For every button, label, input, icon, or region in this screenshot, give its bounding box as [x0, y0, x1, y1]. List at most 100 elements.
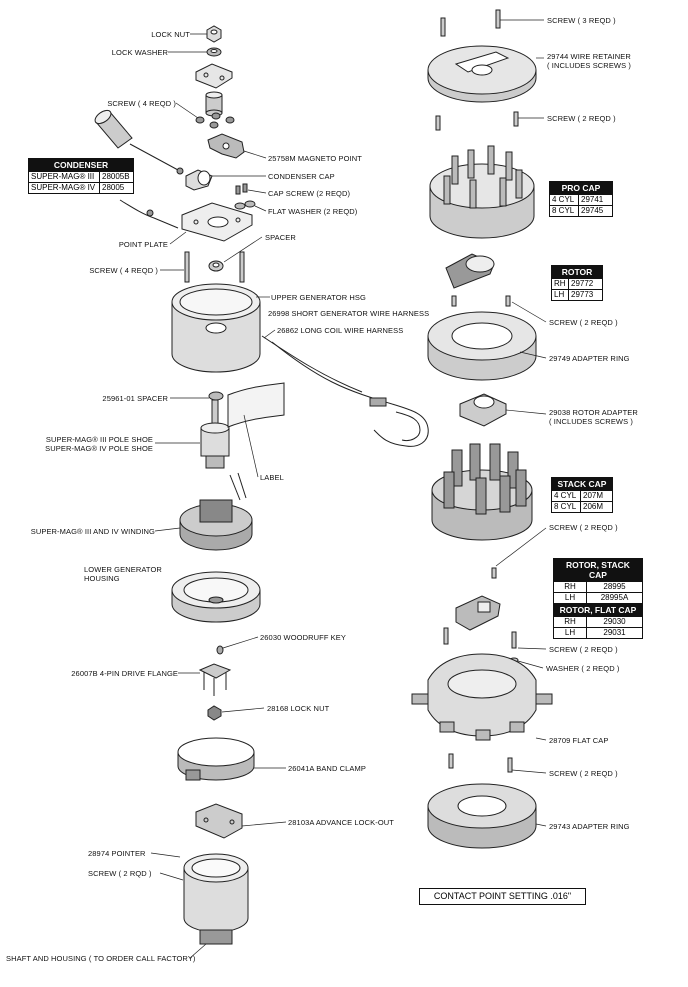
- spacer-part: [208, 260, 224, 272]
- stack-cap-row-1-cyl: 4 CYL: [552, 491, 581, 501]
- pro-cap-row-2-part: 29745: [581, 206, 604, 215]
- rotor-row-1-part: 29772: [571, 279, 594, 288]
- lock-nut-28168-label: 28168 LOCK NUT: [267, 704, 330, 713]
- condenser-row-1-part: 28005B: [102, 172, 130, 181]
- condenser-cap-part: [186, 170, 212, 190]
- lock-nut-label: LOCK NUT: [151, 30, 190, 39]
- condenser-row-2-part: 28005: [102, 183, 125, 192]
- woodruff-key-part: [216, 645, 224, 655]
- label-part: [228, 383, 284, 427]
- screw-2-reqd-a-label: SCREW ( 2 REQD ): [547, 114, 616, 123]
- lower-generator-label-1: LOWER GENERATOR: [84, 565, 162, 574]
- post-part: [205, 91, 223, 117]
- stack-screw-part: [491, 567, 497, 579]
- washer-2-reqd-label: WASHER ( 2 REQD ): [546, 664, 620, 673]
- shaft-housing-part: [183, 853, 249, 945]
- drive-flange-part: [200, 664, 230, 696]
- point-plate-label: POINT PLATE: [118, 240, 168, 249]
- stack-cap-row-1-part: 207M: [583, 491, 604, 500]
- pro-cap-part: [429, 145, 535, 238]
- rotor-row-1-dir: RH: [552, 279, 569, 289]
- adapter-ring-29743-part: [427, 783, 537, 848]
- upper-generator-housing-part: [171, 283, 261, 372]
- point-plate-part: [182, 203, 252, 241]
- rotor-stack-row-1-part: 28995: [603, 582, 626, 591]
- pole-shoe-iv-label: SUPER-MAG® IV POLE SHOE: [45, 444, 153, 453]
- spacer-label: SPACER: [265, 233, 296, 242]
- rotor-adapter-label-1: 29038 ROTOR ADAPTER: [549, 408, 638, 417]
- stack-cap-row-2-cyl: 8 CYL: [552, 502, 581, 512]
- rotor-stack-row-1-dir: RH: [554, 582, 587, 592]
- cap-screws-2-part: [435, 111, 519, 131]
- flat-washer-label: FLAT WASHER (2 REQD): [268, 207, 358, 216]
- winding-part: [179, 473, 253, 550]
- spacer-25961-label: 25961-01 SPACER: [102, 394, 168, 403]
- adapter-ring-29743-label: 29743 ADAPTER RING: [549, 822, 630, 831]
- pole-shoe-iii-label: SUPER-MAG® III POLE SHOE: [45, 435, 153, 444]
- flat-cap-28709-label: 28709 FLAT CAP: [549, 736, 609, 745]
- rotor-flat-row-1-dir: RH: [554, 617, 587, 627]
- long-harness-label: 26862 LONG COIL WIRE HARNESS: [277, 326, 404, 335]
- condenser-row-1-model: SUPER-MAG® III: [29, 172, 100, 182]
- lock-nut-part: [207, 26, 221, 42]
- lock-nut-28168-part: [208, 706, 221, 720]
- advance-lockout-part: [196, 804, 242, 838]
- adapter-ring-29749-part: [427, 311, 537, 380]
- flat-cap-part: [411, 654, 553, 741]
- rotor-adapter-part: [460, 394, 506, 426]
- condenser-table-title: CONDENSER: [29, 159, 133, 171]
- shaft-housing-label: SHAFT AND HOUSING ( TO ORDER CALL FACTOR…: [6, 954, 196, 963]
- condenser-cap-label: CONDENSER CAP: [268, 172, 335, 181]
- screw-2-reqd-b-label: SCREW ( 2 REQD ): [549, 318, 618, 327]
- drive-flange-label: 26007B 4-PIN DRIVE FLANGE: [71, 669, 178, 678]
- pro-cap-table-title: PRO CAP: [550, 182, 612, 194]
- magneto-point-label: 25758M MAGNETO POINT: [268, 154, 362, 163]
- screw-2-reqd-d-label: SCREW ( 2 REQD ): [549, 645, 618, 654]
- lock-washer-label: LOCK WASHER: [111, 48, 168, 57]
- adapter-ring-29749-label: 29749 ADAPTER RING: [549, 354, 630, 363]
- rotor-table-title: ROTOR: [552, 266, 602, 278]
- rotor-stack-row-2-dir: LH: [554, 593, 587, 603]
- lower-generator-label-2: HOUSING: [84, 574, 120, 583]
- rotor-flat-row-1-part: 29030: [603, 617, 626, 626]
- woodruff-key-label: 26030 WOODRUFF KEY: [260, 633, 346, 642]
- contact-point-setting: CONTACT POINT SETTING .016": [419, 888, 586, 905]
- rotor-screws-part: [451, 295, 511, 307]
- short-harness-label: 26998 SHORT GENERATOR WIRE HARNESS: [268, 309, 430, 318]
- rotor-part: [446, 254, 494, 288]
- pointer-label: 28974 POINTER: [88, 849, 146, 858]
- screw-4-reqd-label: SCREW ( 4 REQD ): [107, 99, 176, 108]
- cap-screw-label: CAP SCREW (2 REQD): [268, 189, 351, 198]
- flat-washers-part: [234, 200, 256, 210]
- screw-3-reqd-label: SCREW ( 3 REQD ): [547, 16, 616, 25]
- pro-cap-row-1-part: 29741: [581, 195, 604, 204]
- pro-cap-row-1-cyl: 4 CYL: [550, 195, 579, 205]
- screw-4-reqd-2-label: SCREW ( 4 REQD ): [89, 266, 158, 275]
- winding-label: SUPER-MAG® III AND IV WINDING: [30, 527, 155, 536]
- screw-2-reqd-c-label: SCREW ( 2 REQD ): [549, 523, 618, 532]
- wire-harness-part: [262, 336, 428, 446]
- rotor-flat-cap-title: ROTOR, FLAT CAP: [554, 603, 642, 616]
- screw-2-reqd-e-label: SCREW ( 2 REQD ): [549, 769, 618, 778]
- stack-cap-row-2-part: 206M: [583, 502, 604, 511]
- label-label: LABEL: [260, 473, 284, 482]
- lock-washer-part: [206, 47, 222, 57]
- lower-generator-housing-part: [171, 571, 261, 622]
- retainer-screws-part: [440, 9, 501, 37]
- rotor-row-2-part: 29773: [571, 290, 594, 299]
- rotor-flat-row-2-part: 29031: [603, 628, 626, 637]
- wire-retainer-label-1: 29744 WIRE RETAINER: [547, 52, 631, 61]
- wire-retainer-part: [427, 45, 537, 102]
- spacer-25961-part: [208, 391, 224, 401]
- stack-cap-table-title: STACK CAP: [552, 478, 612, 490]
- condenser-row-2-model: SUPER-MAG® IV: [29, 183, 100, 193]
- rotor-stack-cap-title: ROTOR, STACK CAP: [554, 559, 642, 581]
- magneto-point-part: [208, 134, 244, 158]
- long-screws-part: [184, 251, 245, 283]
